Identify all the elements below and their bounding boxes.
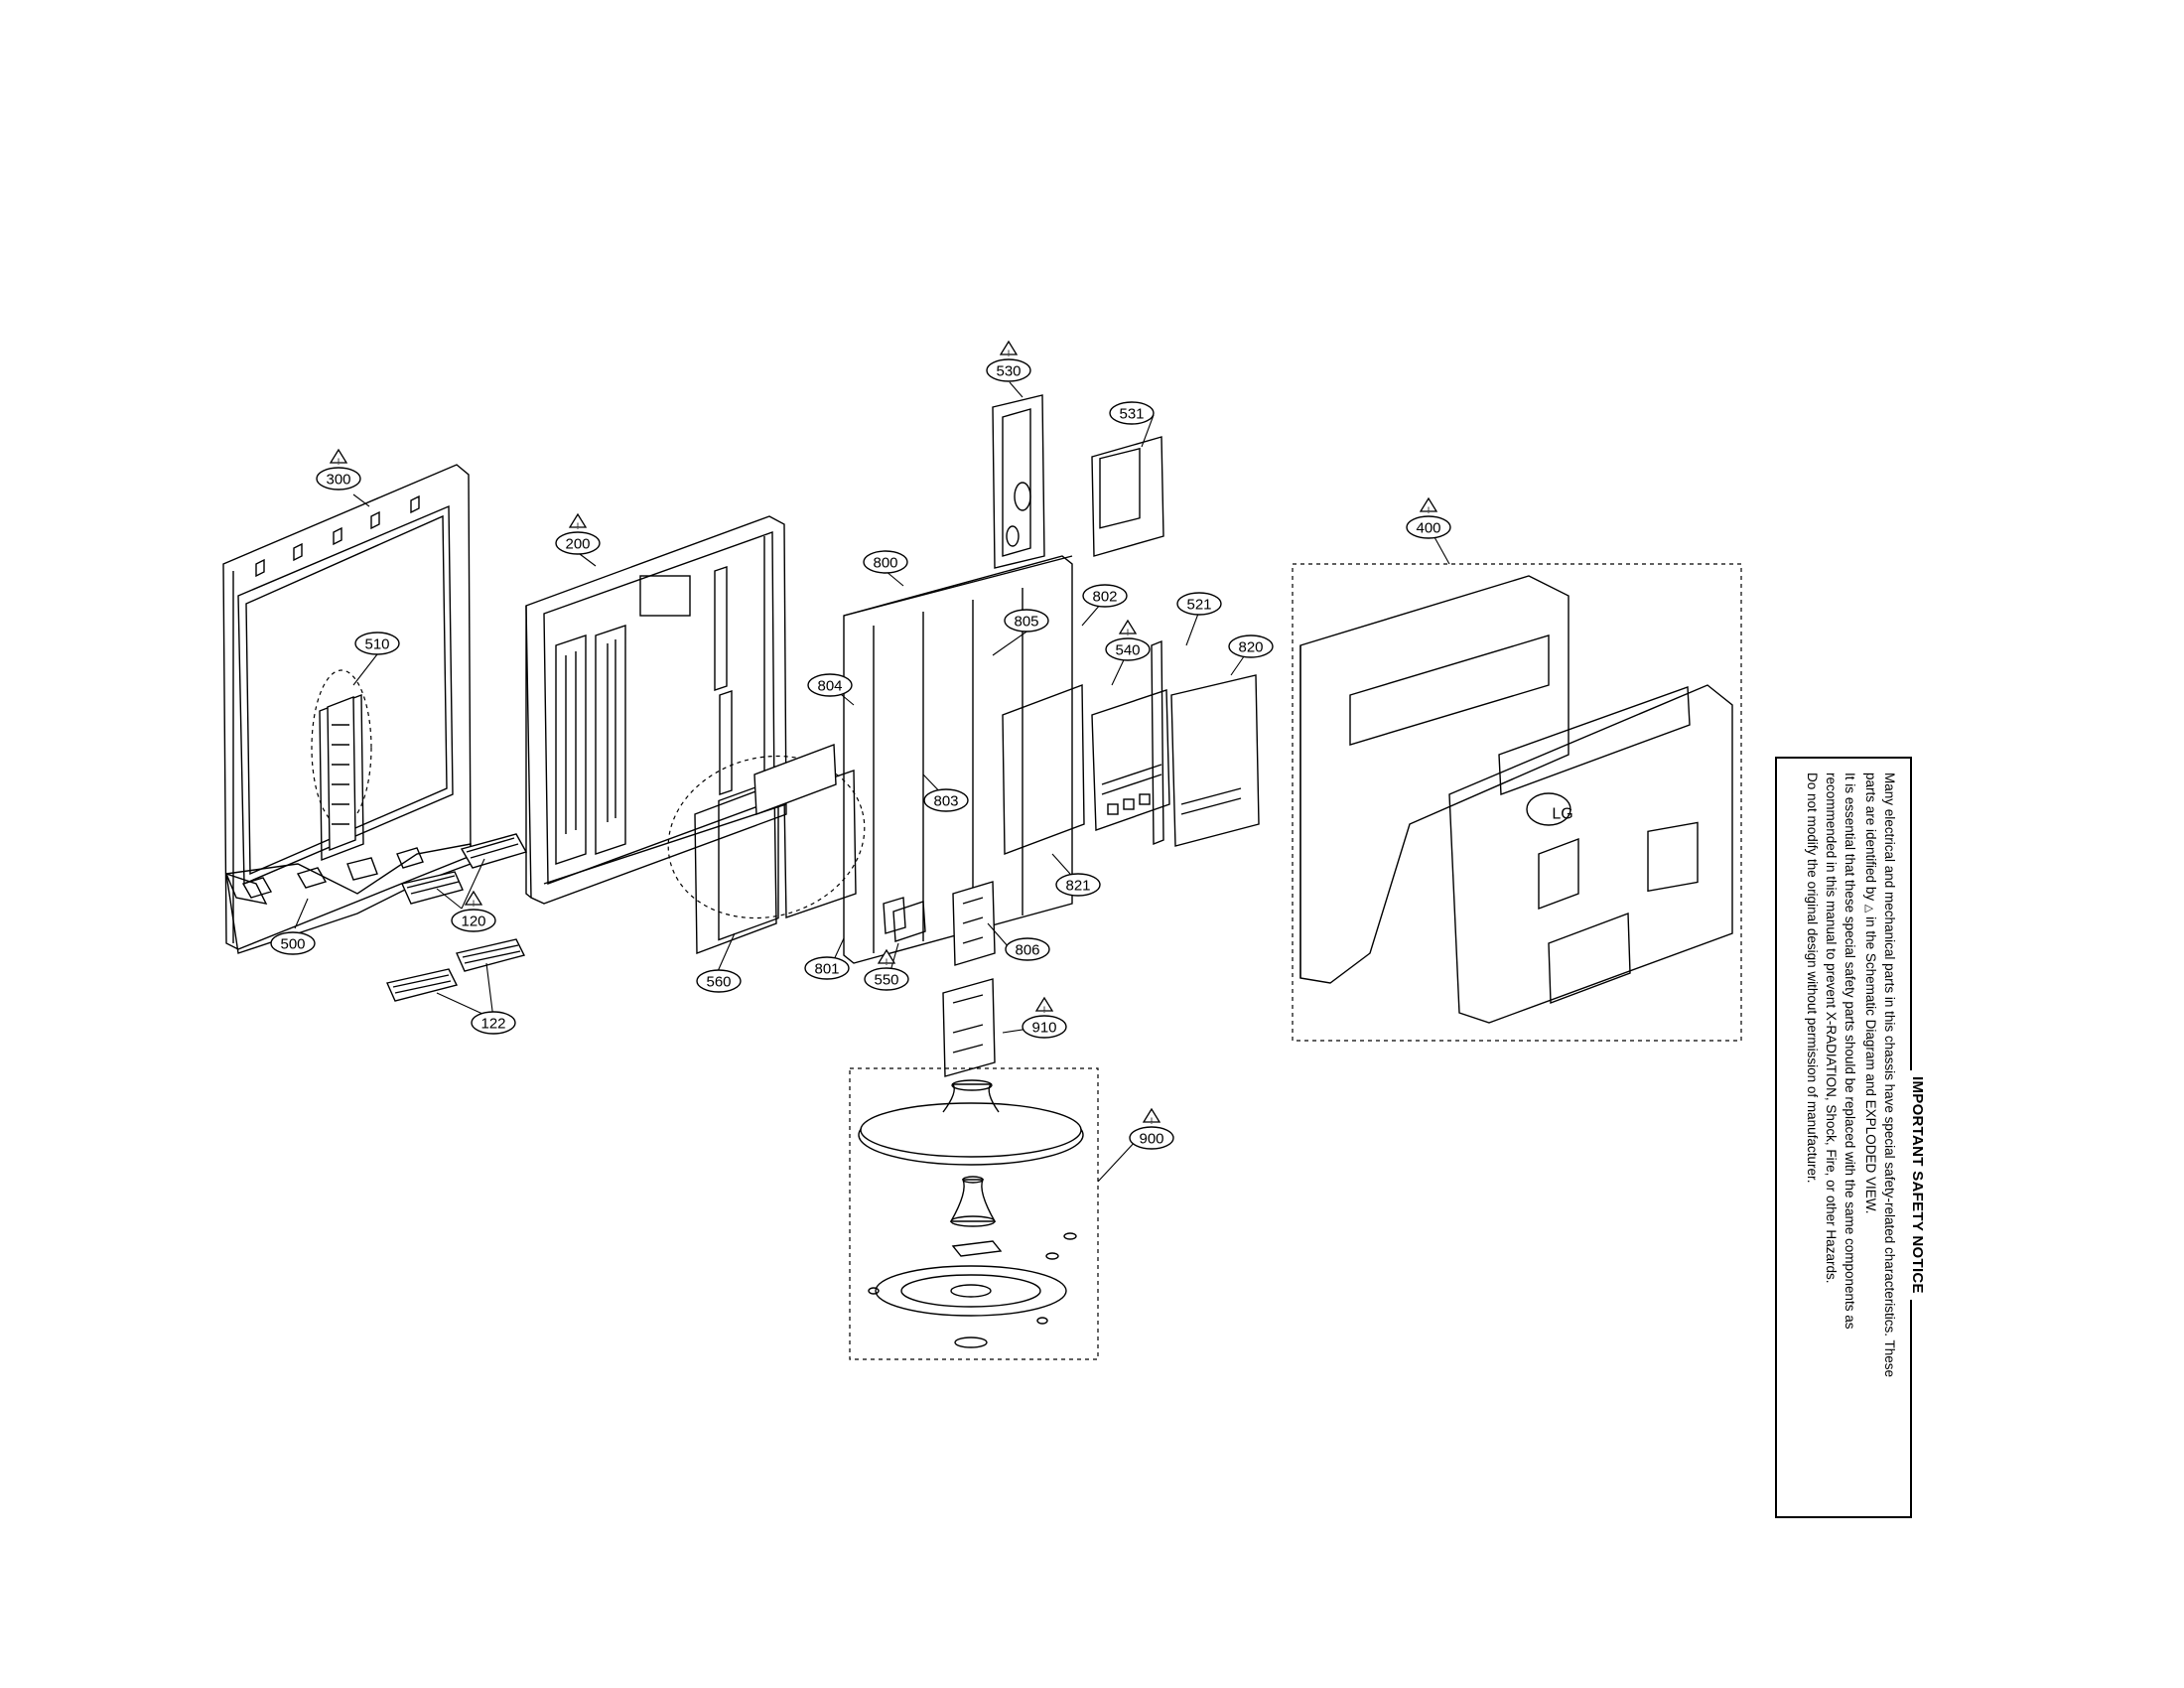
stand-neck-part-910 [942,978,996,1077]
svg-text:120: 120 [461,914,485,930]
svg-text:400: 400 [1416,520,1440,537]
stand-bracket-part-806 [952,881,996,966]
svg-text:!: ! [577,521,580,531]
main-board-part-560 [667,744,866,955]
svg-text:540: 540 [1115,642,1140,659]
part-550 [883,897,926,942]
safety-notice-body: Many electrical and mechanical parts in … [1803,773,1899,1506]
callout-806: 806 [1005,937,1050,961]
svg-text:560: 560 [706,974,731,991]
svg-text:550: 550 [874,972,898,989]
svg-text:510: 510 [364,636,389,653]
svg-text:801: 801 [814,961,839,978]
callout-820: 820 [1228,634,1274,658]
callout-803: 803 [923,788,969,812]
rear-frame-part-800 [843,555,1073,964]
svg-text:122: 122 [480,1016,505,1033]
svg-text:521: 521 [1186,597,1211,614]
callout-labels: 300!200!510500120!122560530!531800804805… [270,340,1451,1150]
back-cover-part-400 [1292,563,1742,1042]
svg-text:820: 820 [1238,639,1263,656]
svg-text:!: ! [1151,1116,1154,1126]
key-board-part-510 [311,669,372,862]
svg-text:300: 300 [326,472,350,489]
warning-triangle-icon: ! [329,448,348,467]
callout-521: 521 [1176,592,1222,616]
svg-text:804: 804 [817,678,842,695]
svg-text:500: 500 [280,936,305,953]
part-521 [1151,639,1164,846]
callout-510: 510 [354,632,400,655]
callout-805: 805 [1004,609,1049,633]
power-module-part-530 [992,394,1045,569]
callout-802: 802 [1082,584,1128,608]
callout-540: 540! [1105,619,1151,661]
notice-line-1: Many electrical and mechanical parts in … [1882,773,1897,1378]
warning-triangle-icon: ! [568,512,588,531]
svg-text:!: ! [1043,1005,1046,1015]
warning-triangle-icon: ! [999,340,1019,358]
callout-800: 800 [863,550,908,574]
warning-triangle-icon: ! [464,890,483,909]
svg-text:!: ! [338,457,341,467]
callout-300: 300! [316,448,361,491]
svg-text:800: 800 [873,555,897,572]
callout-200: 200! [555,512,601,555]
board-part-540 [1091,689,1170,831]
svg-text:803: 803 [933,793,958,810]
callout-530: 530! [986,340,1031,382]
safety-notice-box: IMPORTANT SAFETY NOTICE Many electrical … [1775,757,1926,1518]
callout-400: 400! [1406,496,1451,539]
notice-line-4: recommended in this manual to prevent X-… [1824,773,1839,1284]
svg-text:!: ! [1008,349,1011,358]
svg-text:821: 821 [1065,878,1090,895]
callout-122: 122 [471,1011,516,1035]
svg-text:200: 200 [565,536,590,553]
callout-910: 910! [1022,996,1067,1039]
svg-text:802: 802 [1092,589,1117,606]
warning-triangle-icon: ! [1034,996,1054,1015]
callout-550: 550! [864,948,909,991]
stand-assembly-part-900 [849,1067,1099,1360]
svg-text:900: 900 [1139,1131,1163,1148]
svg-text:!: ! [473,899,476,909]
callout-120: 120! [451,890,496,932]
power-cover-part-531 [1091,436,1164,557]
warning-triangle-icon: ! [1142,1107,1161,1126]
notice-line-3: It is essential that these special safet… [1843,773,1857,1330]
warning-triangle-icon: ! [1118,619,1138,637]
notice-line-2: parts are identified by △ in the Schemat… [1863,773,1878,1214]
svg-text:806: 806 [1015,942,1039,959]
lcd-module-part-200 [525,515,787,905]
svg-text:!: ! [1127,628,1130,637]
callout-531: 531 [1109,401,1155,425]
callout-560: 560 [696,969,742,993]
callout-804: 804 [807,673,853,697]
shield-part-805 [1002,683,1085,856]
callout-900: 900! [1129,1107,1174,1150]
svg-text:!: ! [886,957,888,967]
shield-part-820 [1170,674,1260,847]
brand-logo: LG [1552,806,1572,823]
brackets-part-122 [386,938,526,1002]
callout-801: 801 [804,956,850,980]
speaker-part-500 [224,872,268,905]
svg-text:910: 910 [1031,1020,1056,1037]
warning-triangle-icon: ! [877,948,896,967]
warning-triangle-icon: △ [1863,904,1875,914]
svg-text:!: ! [1428,505,1431,515]
safety-notice-title: IMPORTANT SAFETY NOTICE [1909,773,1926,1506]
callout-821: 821 [1055,873,1101,897]
callout-500: 500 [270,931,316,955]
svg-text:530: 530 [996,363,1021,380]
svg-text:805: 805 [1014,614,1038,631]
notice-line-5: Do not modify the original design withou… [1805,773,1820,1184]
warning-triangle-icon: ! [1419,496,1438,515]
svg-text:531: 531 [1119,406,1144,423]
